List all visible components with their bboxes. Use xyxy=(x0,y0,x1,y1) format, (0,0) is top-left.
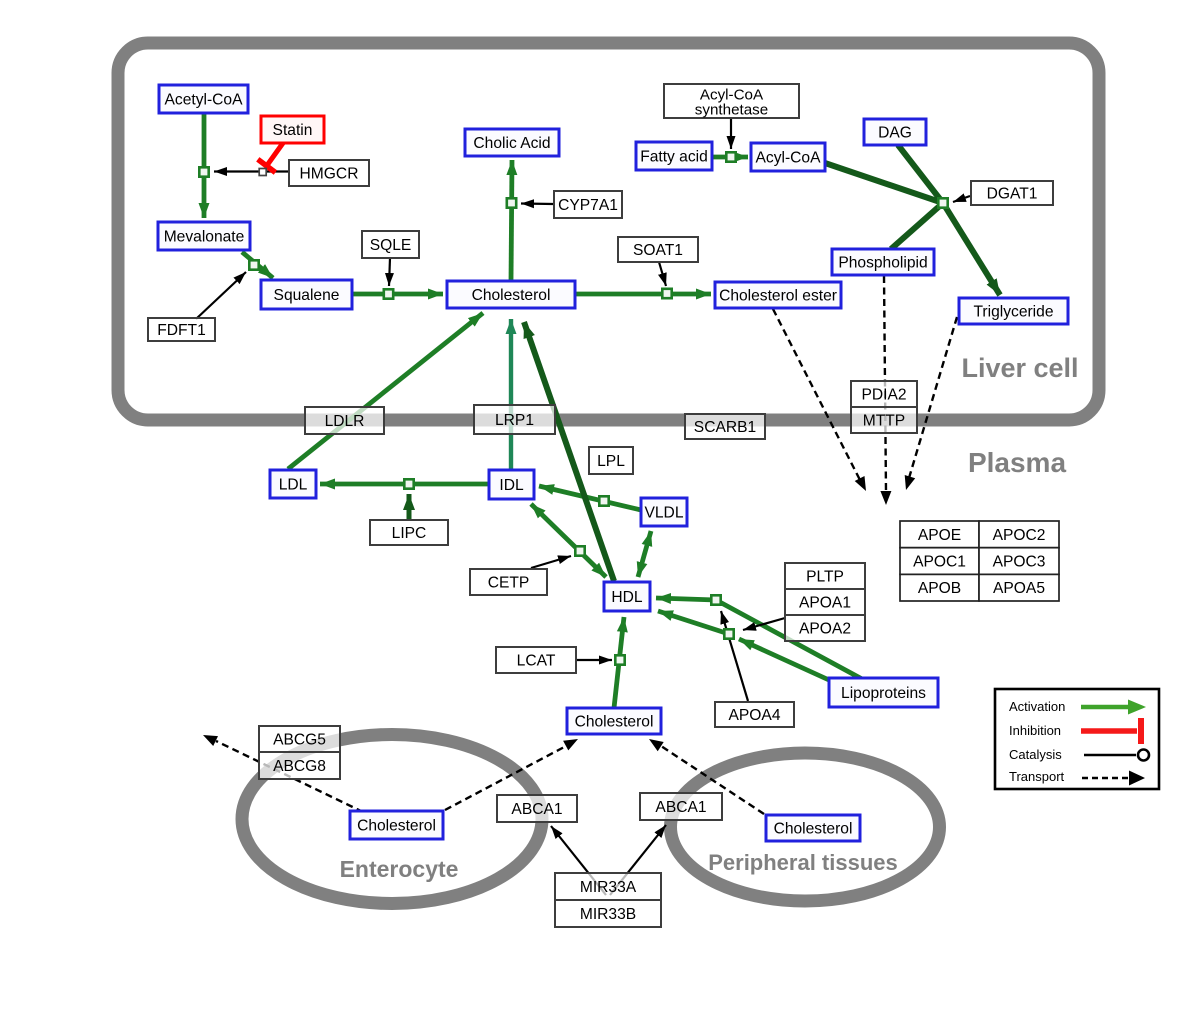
svg-text:LDLR: LDLR xyxy=(325,413,365,430)
svg-text:Inhibition: Inhibition xyxy=(1009,723,1061,738)
svg-text:SOAT1: SOAT1 xyxy=(633,242,683,259)
svg-text:Cholic Acid: Cholic Acid xyxy=(473,135,550,152)
svg-text:SCARB1: SCARB1 xyxy=(694,419,756,436)
svg-text:APOA1: APOA1 xyxy=(799,595,851,612)
svg-text:Acyl-CoA: Acyl-CoA xyxy=(700,87,764,104)
svg-text:Liver cell: Liver cell xyxy=(961,353,1078,383)
svg-text:Fatty acid: Fatty acid xyxy=(640,149,708,166)
svg-text:LDL: LDL xyxy=(279,477,308,494)
svg-text:APOC1: APOC1 xyxy=(913,554,966,571)
svg-text:PLTP: PLTP xyxy=(806,569,844,586)
svg-text:APOC2: APOC2 xyxy=(993,527,1046,544)
svg-text:Peripheral tissues: Peripheral tissues xyxy=(708,850,898,875)
svg-text:ABCG5: ABCG5 xyxy=(273,732,326,749)
svg-text:Cholesterol: Cholesterol xyxy=(472,287,551,304)
svg-text:MIR33B: MIR33B xyxy=(580,906,636,923)
svg-text:APOE: APOE xyxy=(918,527,961,544)
svg-text:IDL: IDL xyxy=(499,477,524,494)
svg-text:Activation: Activation xyxy=(1009,699,1065,714)
svg-text:ABCA1: ABCA1 xyxy=(655,799,706,816)
svg-text:APOA5: APOA5 xyxy=(993,580,1045,597)
svg-text:Enterocyte: Enterocyte xyxy=(340,856,459,882)
svg-text:PDIA2: PDIA2 xyxy=(861,387,906,404)
svg-text:Acetyl-CoA: Acetyl-CoA xyxy=(165,92,244,109)
svg-text:CETP: CETP xyxy=(488,575,530,592)
svg-text:HMGCR: HMGCR xyxy=(300,166,359,183)
svg-text:LIPC: LIPC xyxy=(392,525,427,542)
svg-text:Catalysis: Catalysis xyxy=(1009,747,1062,762)
svg-text:MTTP: MTTP xyxy=(863,413,905,430)
svg-text:Lipoproteins: Lipoproteins xyxy=(841,685,926,702)
svg-text:Cholesterol: Cholesterol xyxy=(575,714,654,731)
svg-text:LCAT: LCAT xyxy=(517,653,556,670)
svg-text:Acyl-CoA: Acyl-CoA xyxy=(756,150,822,167)
svg-text:FDFT1: FDFT1 xyxy=(157,322,206,339)
svg-text:VLDL: VLDL xyxy=(644,505,683,522)
svg-text:DAG: DAG xyxy=(878,125,912,142)
svg-text:ABCA1: ABCA1 xyxy=(511,801,562,818)
svg-text:SQLE: SQLE xyxy=(370,237,412,254)
svg-text:Cholesterol: Cholesterol xyxy=(357,818,436,835)
svg-text:MIR33A: MIR33A xyxy=(580,879,637,896)
svg-text:Cholesterol ester: Cholesterol ester xyxy=(719,288,837,305)
svg-text:Transport: Transport xyxy=(1009,769,1065,784)
svg-text:Mevalonate: Mevalonate xyxy=(164,229,245,246)
svg-text:APOB: APOB xyxy=(918,580,961,597)
svg-text:DGAT1: DGAT1 xyxy=(987,186,1038,203)
svg-text:APOC3: APOC3 xyxy=(993,554,1046,571)
svg-text:CYP7A1: CYP7A1 xyxy=(558,197,618,214)
svg-text:HDL: HDL xyxy=(611,589,643,606)
svg-text:synthetase: synthetase xyxy=(695,102,768,119)
svg-text:Phospholipid: Phospholipid xyxy=(838,255,927,272)
svg-text:Plasma: Plasma xyxy=(968,447,1066,478)
svg-text:Cholesterol: Cholesterol xyxy=(774,821,853,838)
svg-text:LRP1: LRP1 xyxy=(495,412,534,429)
svg-text:Statin: Statin xyxy=(273,122,313,139)
svg-text:Squalene: Squalene xyxy=(274,287,340,304)
svg-text:Triglyceride: Triglyceride xyxy=(973,304,1053,321)
svg-text:ABCG8: ABCG8 xyxy=(273,758,326,775)
svg-text:APOA4: APOA4 xyxy=(728,707,780,724)
svg-text:APOA2: APOA2 xyxy=(799,621,851,638)
svg-text:LPL: LPL xyxy=(597,453,625,470)
